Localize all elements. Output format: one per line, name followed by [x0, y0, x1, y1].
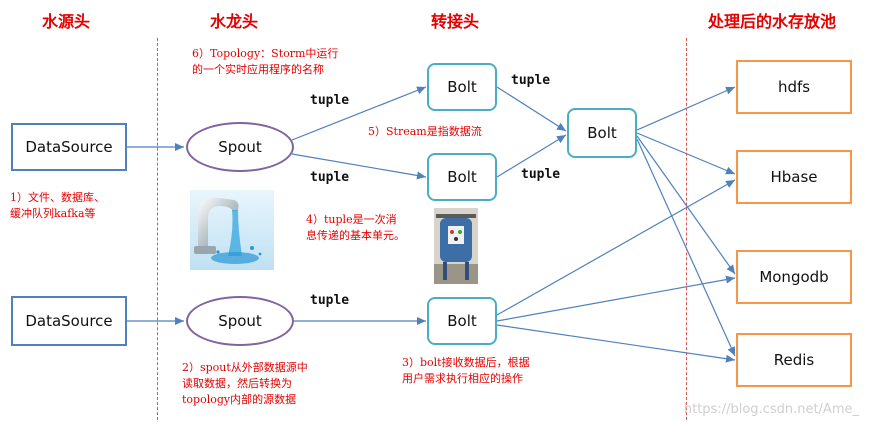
note-2-line-1: 2）spout从外部数据源中 — [182, 361, 308, 374]
note-4: 4）tuple是一次消 息传递的基本单元。 — [306, 212, 405, 244]
arrow-merge-mongodb — [636, 135, 736, 275]
output-hbase: Hbase — [736, 150, 852, 204]
tuple-label-3: tuple — [310, 293, 350, 308]
datasource-node-top: DataSource — [11, 123, 127, 171]
note-6: 6）Topology：Storm中运行 的一个实时应用程序的名称 — [192, 46, 338, 78]
header-faucet: 水龙头 — [210, 12, 259, 31]
arrow-merge-hdfs — [636, 86, 736, 131]
note-4-line-2: 息传递的基本单元。 — [306, 229, 405, 242]
note-6-line-2: 的一个实时应用程序的名称 — [192, 63, 324, 76]
tuple-label-5: tuple — [521, 167, 561, 182]
note-3-line-1: 3）bolt接收数据后，根据 — [402, 356, 530, 369]
watermark: https://blog.csdn.net/Ame_ — [683, 402, 859, 417]
bolt-node-middle: Bolt — [427, 153, 497, 201]
note-2: 2）spout从外部数据源中 读取数据，然后转换为 topology内部的源数据 — [182, 360, 308, 408]
arrow-merge-hbase — [636, 132, 736, 175]
arrow-bolt3-hbase — [496, 179, 736, 316]
note-1-line-1: 1）文件、数据库、 — [10, 191, 105, 204]
header-source: 水源头 — [42, 12, 91, 31]
arrow-bolt1-merge — [496, 86, 567, 132]
note-3-line-2: 用户需求执行相应的操作 — [402, 372, 523, 385]
note-1: 1）文件、数据库、 缓冲队列kafka等 — [10, 190, 105, 222]
tuple-label-1: tuple — [310, 93, 350, 108]
arrow-bolt3-redis — [496, 324, 736, 363]
note-5: 5）Stream是指数据流 — [368, 124, 482, 140]
spout-node-bottom: Spout — [186, 296, 294, 346]
note-6-line-1: 6）Topology：Storm中运行 — [192, 47, 339, 60]
output-mongodb: Mongodb — [736, 250, 852, 304]
bolt-node-merge: Bolt — [567, 108, 637, 158]
bolt-node-bottom: Bolt — [427, 297, 497, 345]
output-hdfs: hdfs — [736, 60, 852, 114]
separator-1 — [157, 38, 158, 420]
note-1-line-2: 缓冲队列kafka等 — [10, 207, 96, 220]
bolt-node-top: Bolt — [427, 63, 497, 111]
header-adapter: 转接头 — [431, 12, 480, 31]
note-4-line-1: 4）tuple是一次消 — [306, 213, 397, 226]
note-5-line-1: 5）Stream是指数据流 — [368, 125, 482, 138]
note-3: 3）bolt接收数据后，根据 用户需求执行相应的操作 — [402, 355, 530, 387]
arrow-bolt3-mongodb — [496, 275, 736, 322]
faucet-icon — [190, 190, 274, 270]
spout-node-top: Spout — [186, 122, 294, 172]
separator-2 — [686, 38, 687, 420]
tuple-label-2: tuple — [310, 170, 350, 185]
arrow-spout1-bolt2 — [291, 153, 427, 180]
datasource-node-bottom: DataSource — [11, 296, 127, 346]
arrow-spout1-bolt1 — [291, 86, 427, 141]
note-2-line-2: 读取数据，然后转换为 — [182, 377, 292, 390]
water-tank-icon — [434, 208, 478, 284]
arrow-bolt2-merge — [496, 134, 567, 178]
tuple-label-4: tuple — [511, 73, 551, 88]
note-2-line-3: topology内部的源数据 — [182, 393, 297, 406]
output-redis: Redis — [736, 333, 852, 387]
header-storage: 处理后的水存放池 — [708, 12, 837, 31]
arrow-merge-redis — [636, 138, 736, 357]
